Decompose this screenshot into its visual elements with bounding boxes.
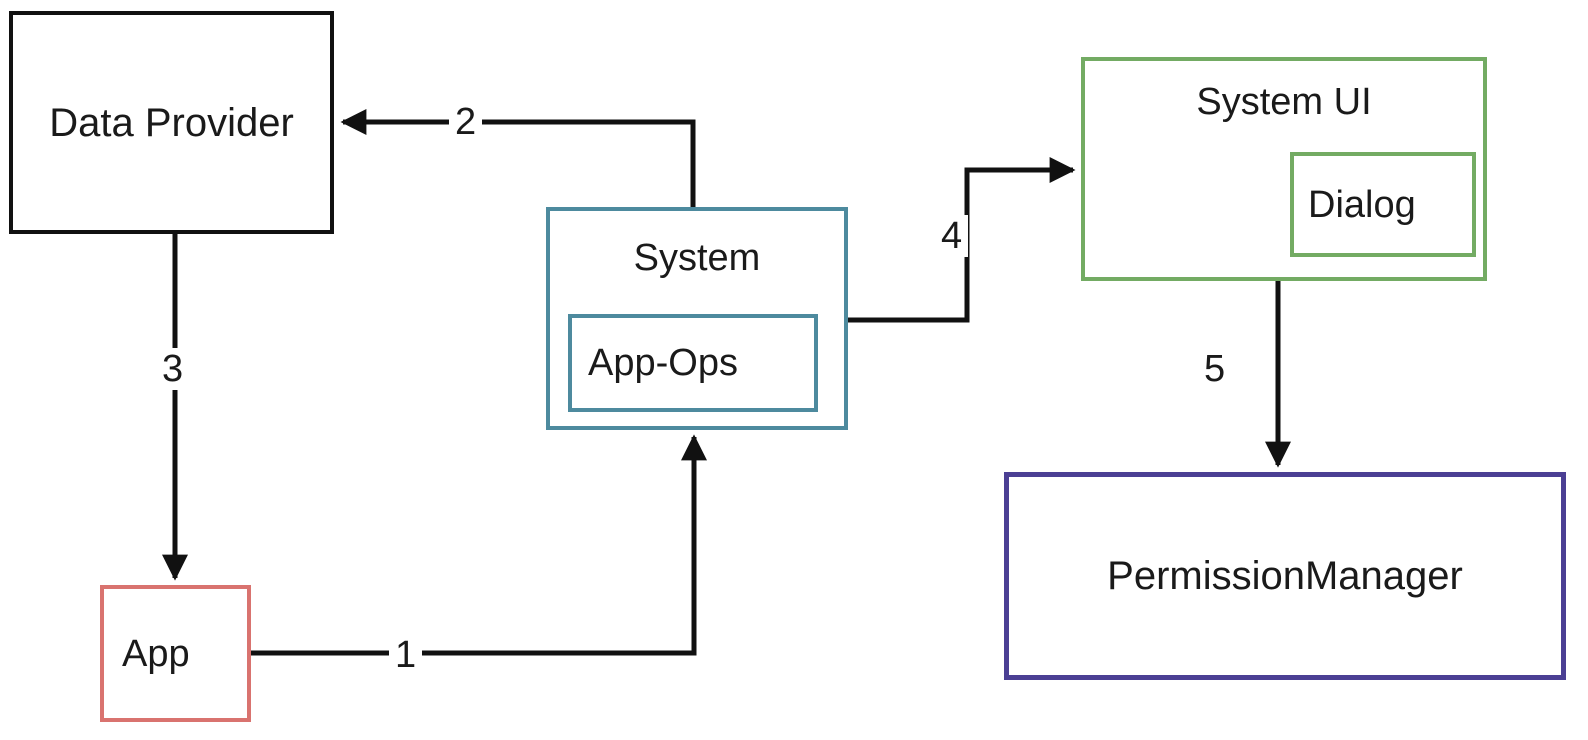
node-label-data-provider: Data Provider xyxy=(49,100,294,145)
edge-label-3: 3 xyxy=(156,348,190,390)
node-data-provider[interactable]: Data Provider xyxy=(9,11,334,234)
edge-label-5: 5 xyxy=(1198,348,1232,390)
node-app[interactable]: App xyxy=(100,585,251,722)
node-label-app-ops: App-Ops xyxy=(588,342,738,384)
edge-path-2 xyxy=(340,109,696,207)
edge-label-4: 4 xyxy=(935,215,969,257)
node-label-system-ui: System UI xyxy=(1196,81,1372,123)
node-label-system: System xyxy=(633,237,761,279)
edge-label-2: 2 xyxy=(449,101,483,143)
edge-label-1: 1 xyxy=(389,634,423,676)
node-dialog[interactable]: Dialog xyxy=(1290,152,1476,257)
edge-path-1 xyxy=(251,434,707,656)
node-label-dialog: Dialog xyxy=(1308,183,1416,226)
node-label-permission-manager: PermissionManager xyxy=(1107,554,1463,598)
node-label-app: App xyxy=(122,632,190,675)
node-app-ops[interactable]: App-Ops xyxy=(568,314,818,412)
node-permission-manager[interactable]: PermissionManager xyxy=(1004,472,1566,680)
